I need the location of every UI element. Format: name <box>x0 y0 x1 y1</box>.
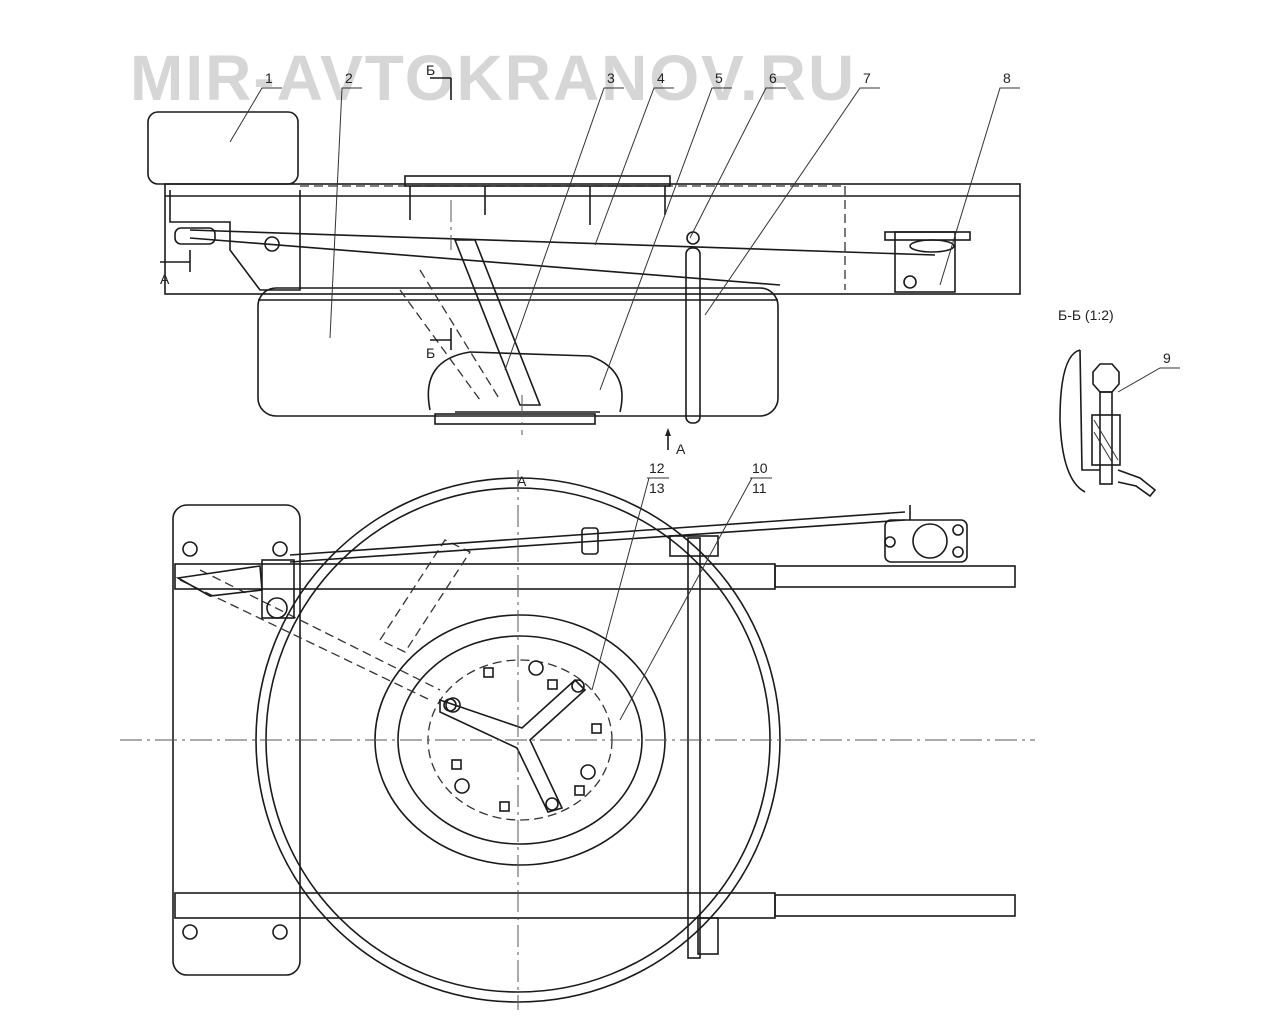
callout-5: 5 <box>715 70 723 86</box>
callout-7: 7 <box>863 70 871 86</box>
winch-plan <box>884 505 968 563</box>
view-mark-a-bottom: А <box>676 441 686 457</box>
callout-10: 10 <box>752 460 768 476</box>
watermark: MIR-AVTOKRANOV.RU <box>130 42 856 114</box>
wheel-studs <box>445 660 602 812</box>
view-a-title: А <box>517 473 527 489</box>
callout-4: 4 <box>657 70 665 86</box>
callout-11: 11 <box>752 480 767 496</box>
callout-12: 12 <box>649 460 665 476</box>
callout-1: 1 <box>265 70 273 86</box>
section-mark-b-bottom: Б <box>426 345 435 361</box>
view-mark-a-left: А <box>160 271 170 287</box>
three-arm-clamp <box>439 678 587 813</box>
part-1-block <box>147 111 299 185</box>
callout-13: 13 <box>649 480 665 496</box>
rod-plan <box>687 537 701 959</box>
rail-upper <box>174 563 776 590</box>
section-mark-b-top: Б <box>426 62 435 78</box>
frame-side <box>164 183 1021 295</box>
rail-lower <box>174 892 776 919</box>
plan-view <box>120 470 1035 1010</box>
side-view <box>147 77 1021 450</box>
section-b-b-title: Б-Б (1:2) <box>1058 307 1114 323</box>
callout-8: 8 <box>1003 70 1011 86</box>
callout-6: 6 <box>769 70 777 86</box>
callout-2: 2 <box>345 70 353 86</box>
callout-3: 3 <box>607 70 615 86</box>
callout-9: 9 <box>1163 350 1171 366</box>
winch-part-8 <box>884 231 971 293</box>
leader-lines <box>229 87 1180 721</box>
rod-part-7 <box>685 247 701 424</box>
spare-wheel-side <box>257 287 779 417</box>
section-detail <box>1059 349 1157 498</box>
labels: 1 2 3 4 5 6 7 8 9 10 11 12 13 Б А Б А А … <box>160 62 1171 496</box>
